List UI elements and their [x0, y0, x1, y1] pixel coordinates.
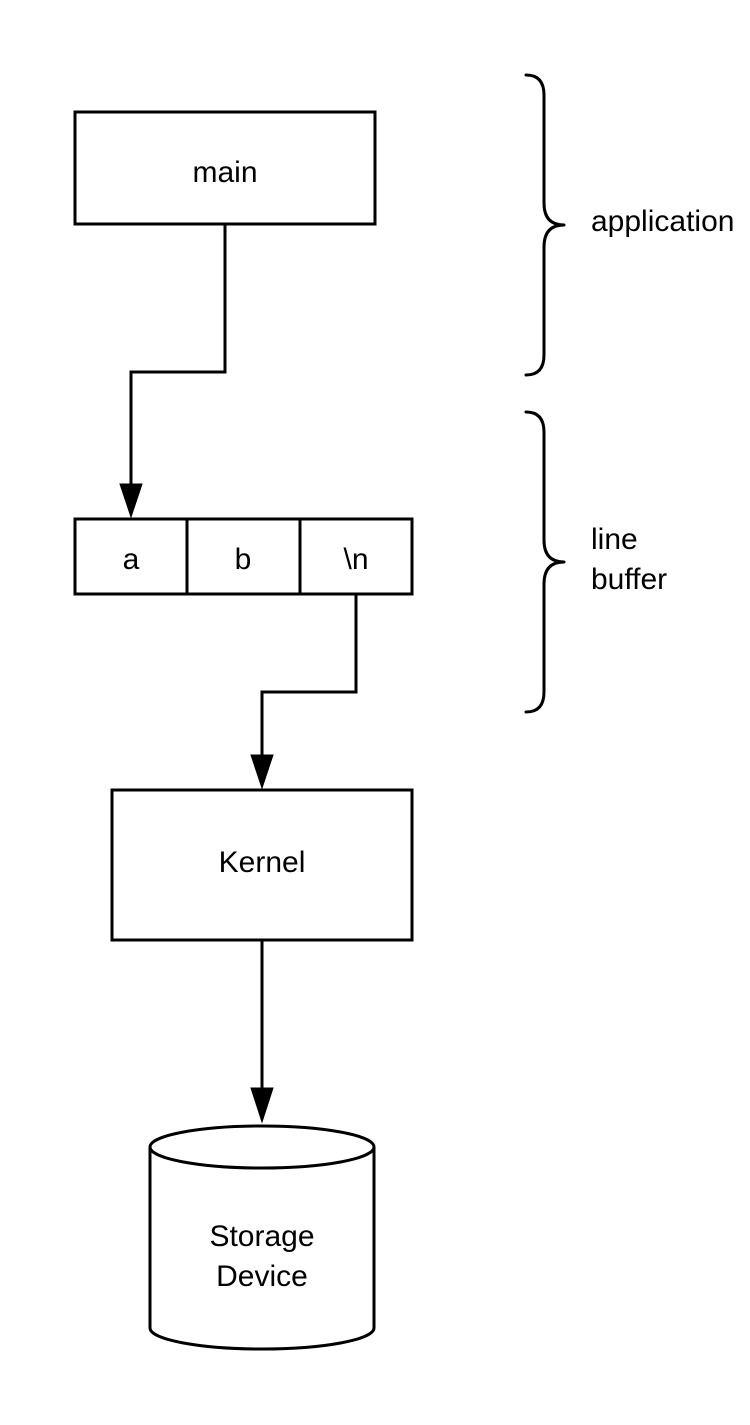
storage-label-line: Storage: [209, 1220, 314, 1253]
line-buffer-node: a b \n: [73, 517, 414, 596]
edge-buffer-to-kernel-arrowhead: [250, 754, 274, 790]
buffer-cell-label: a: [123, 543, 140, 576]
storage-label-line: Device: [216, 1260, 308, 1293]
kernel-box: [110, 788, 414, 942]
edge-buffer-to-kernel: [250, 594, 358, 790]
line-buffer-group-label: line: [591, 523, 638, 556]
edge-buffer-to-kernel-line: [260, 594, 358, 760]
application-brace: [524, 73, 566, 377]
line-buffer-box: [73, 517, 414, 596]
application-group-label: application: [591, 205, 734, 238]
cylinder-top: [148, 1124, 376, 1170]
line-buffer-brace: [524, 410, 566, 714]
cylinder-body: [148, 1147, 376, 1351]
line-buffer-group: line buffer: [524, 410, 667, 714]
line-buffer-group-label: buffer: [591, 563, 667, 596]
edge-main-to-buffer-arrowhead: [119, 483, 143, 519]
application-group: application: [524, 73, 734, 377]
edge-main-to-buffer: [119, 224, 227, 519]
buffer-cell-label: \n: [343, 543, 368, 576]
kernel-label: Kernel: [219, 846, 306, 879]
storage-device-node: Storage Device: [148, 1124, 376, 1351]
edge-main-to-buffer-line: [129, 224, 227, 490]
edge-kernel-to-storage: [250, 940, 274, 1124]
main-node: main: [73, 110, 377, 226]
buffer-cell-label: b: [235, 543, 252, 576]
main-box: [73, 110, 377, 226]
edge-kernel-to-storage-arrowhead: [250, 1087, 274, 1124]
kernel-node: Kernel: [110, 788, 414, 942]
main-label: main: [192, 156, 257, 189]
